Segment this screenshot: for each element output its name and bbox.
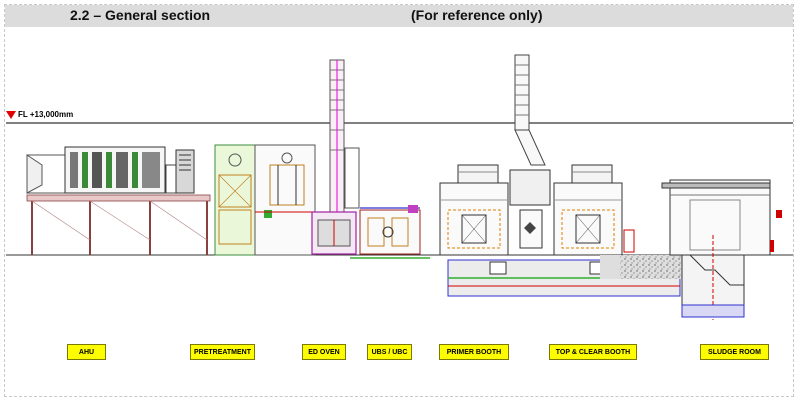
section-title: 2.2 – General section [70,7,211,23]
floor-level-label: FL +13,000mm [18,110,74,119]
ubs-ubc-unit [350,205,430,259]
zone-label-ahu: AHU [67,344,106,360]
sludge-room-unit [661,179,782,320]
primer-booth-unit [439,164,509,256]
ed-oven-unit [311,59,360,255]
zone-label-sludge-room: SLUDGE ROOM [700,344,769,360]
zone-label-pretreatment: PRETREATMENT [190,344,255,360]
exhaust-stack [509,54,551,249]
pretreatment-unit [214,144,316,256]
ahu-unit [26,146,211,255]
reference-note: (For reference only) [411,7,543,23]
top-clear-booth-unit [553,164,635,256]
zone-label-ubs-ubc: UBS / UBC [367,344,412,360]
ground-fill [600,255,685,279]
sheet-frame [4,4,794,397]
zone-label-ed-oven: ED OVEN [302,344,346,360]
zone-label-primer-booth: PRIMER BOOTH [439,344,509,360]
level-marker-icon [6,111,16,119]
header-bar [5,5,793,27]
zone-label-top-clear-booth: TOP & CLEAR BOOTH [549,344,637,360]
